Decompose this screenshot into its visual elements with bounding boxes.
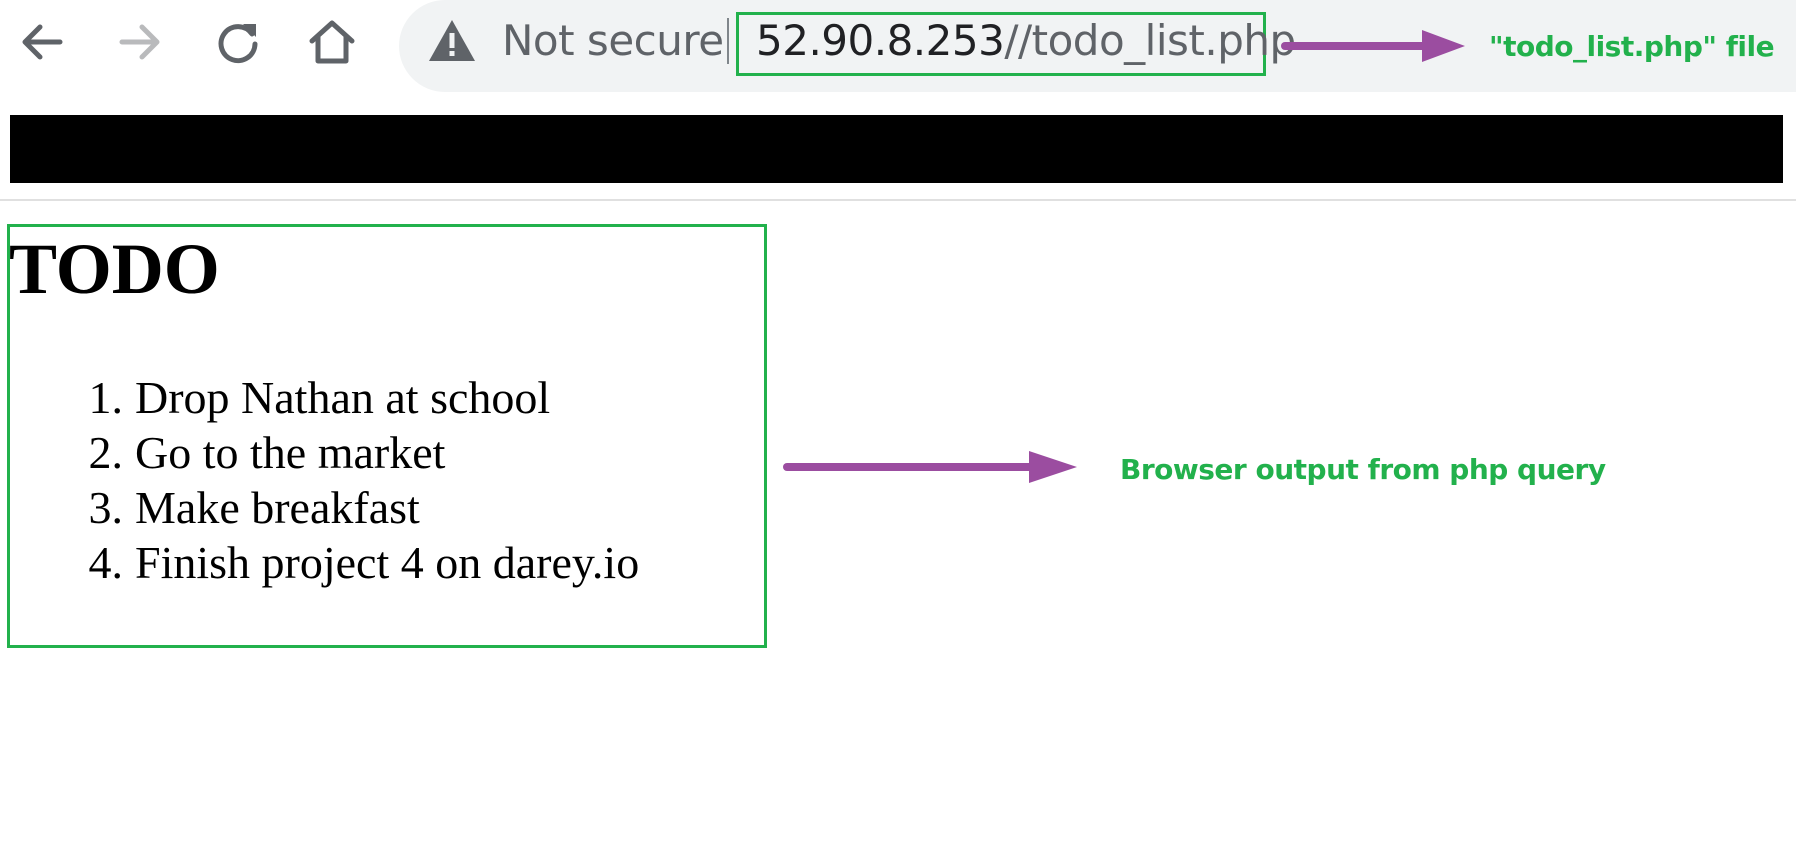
list-item: 4.Finish project 4 on darey.io [57, 535, 640, 590]
warning-icon[interactable] [427, 18, 477, 64]
security-label[interactable]: Not secure [502, 16, 724, 65]
browser-toolbar: Not secure 52.90.8.253//todo_list.php [0, 0, 1796, 95]
annotation-arrow-file [1281, 30, 1465, 62]
list-item-number: 4. [88, 537, 124, 588]
home-button[interactable] [304, 14, 360, 70]
output-highlight-box [7, 224, 767, 648]
url-host: 52.90.8.253 [756, 16, 1005, 65]
forward-button[interactable] [112, 14, 168, 70]
list-item-number: 3. [88, 482, 124, 533]
page-title: TODO [9, 229, 220, 309]
address-bar[interactable] [399, 0, 1796, 92]
redaction-bar [10, 115, 1783, 183]
list-item-text: Finish project 4 on darey.io [135, 537, 640, 588]
list-item-text: Make breakfast [135, 482, 420, 533]
list-item: 2.Go to the market [57, 425, 639, 480]
list-item-text: Go to the market [135, 427, 446, 478]
annotation-output-note: Browser output from php query [1120, 453, 1606, 486]
page-divider [0, 199, 1796, 201]
list-item-number: 2. [88, 427, 124, 478]
reload-button[interactable] [210, 14, 266, 70]
annotation-file-note: "todo_list.php" file [1489, 30, 1775, 63]
list-item: 1.Drop Nathan at school [57, 370, 639, 425]
arrow-left-icon [22, 24, 63, 60]
url-highlight-box [736, 12, 1266, 76]
address-separator [727, 18, 729, 64]
url-path: //todo_list.php [1004, 16, 1296, 65]
back-button[interactable] [14, 14, 70, 70]
arrow-right-icon [119, 24, 160, 60]
home-icon [309, 20, 355, 64]
list-item-text: Drop Nathan at school [135, 372, 551, 423]
annotation-arrow-output [783, 451, 1077, 483]
todo-list: 1.Drop Nathan at school 2.Go to the mark… [57, 370, 640, 590]
reload-icon [218, 24, 258, 64]
url-text[interactable]: 52.90.8.253//todo_list.php [756, 18, 1296, 64]
list-item: 3.Make breakfast [57, 480, 639, 535]
list-item-number: 1. [88, 372, 124, 423]
